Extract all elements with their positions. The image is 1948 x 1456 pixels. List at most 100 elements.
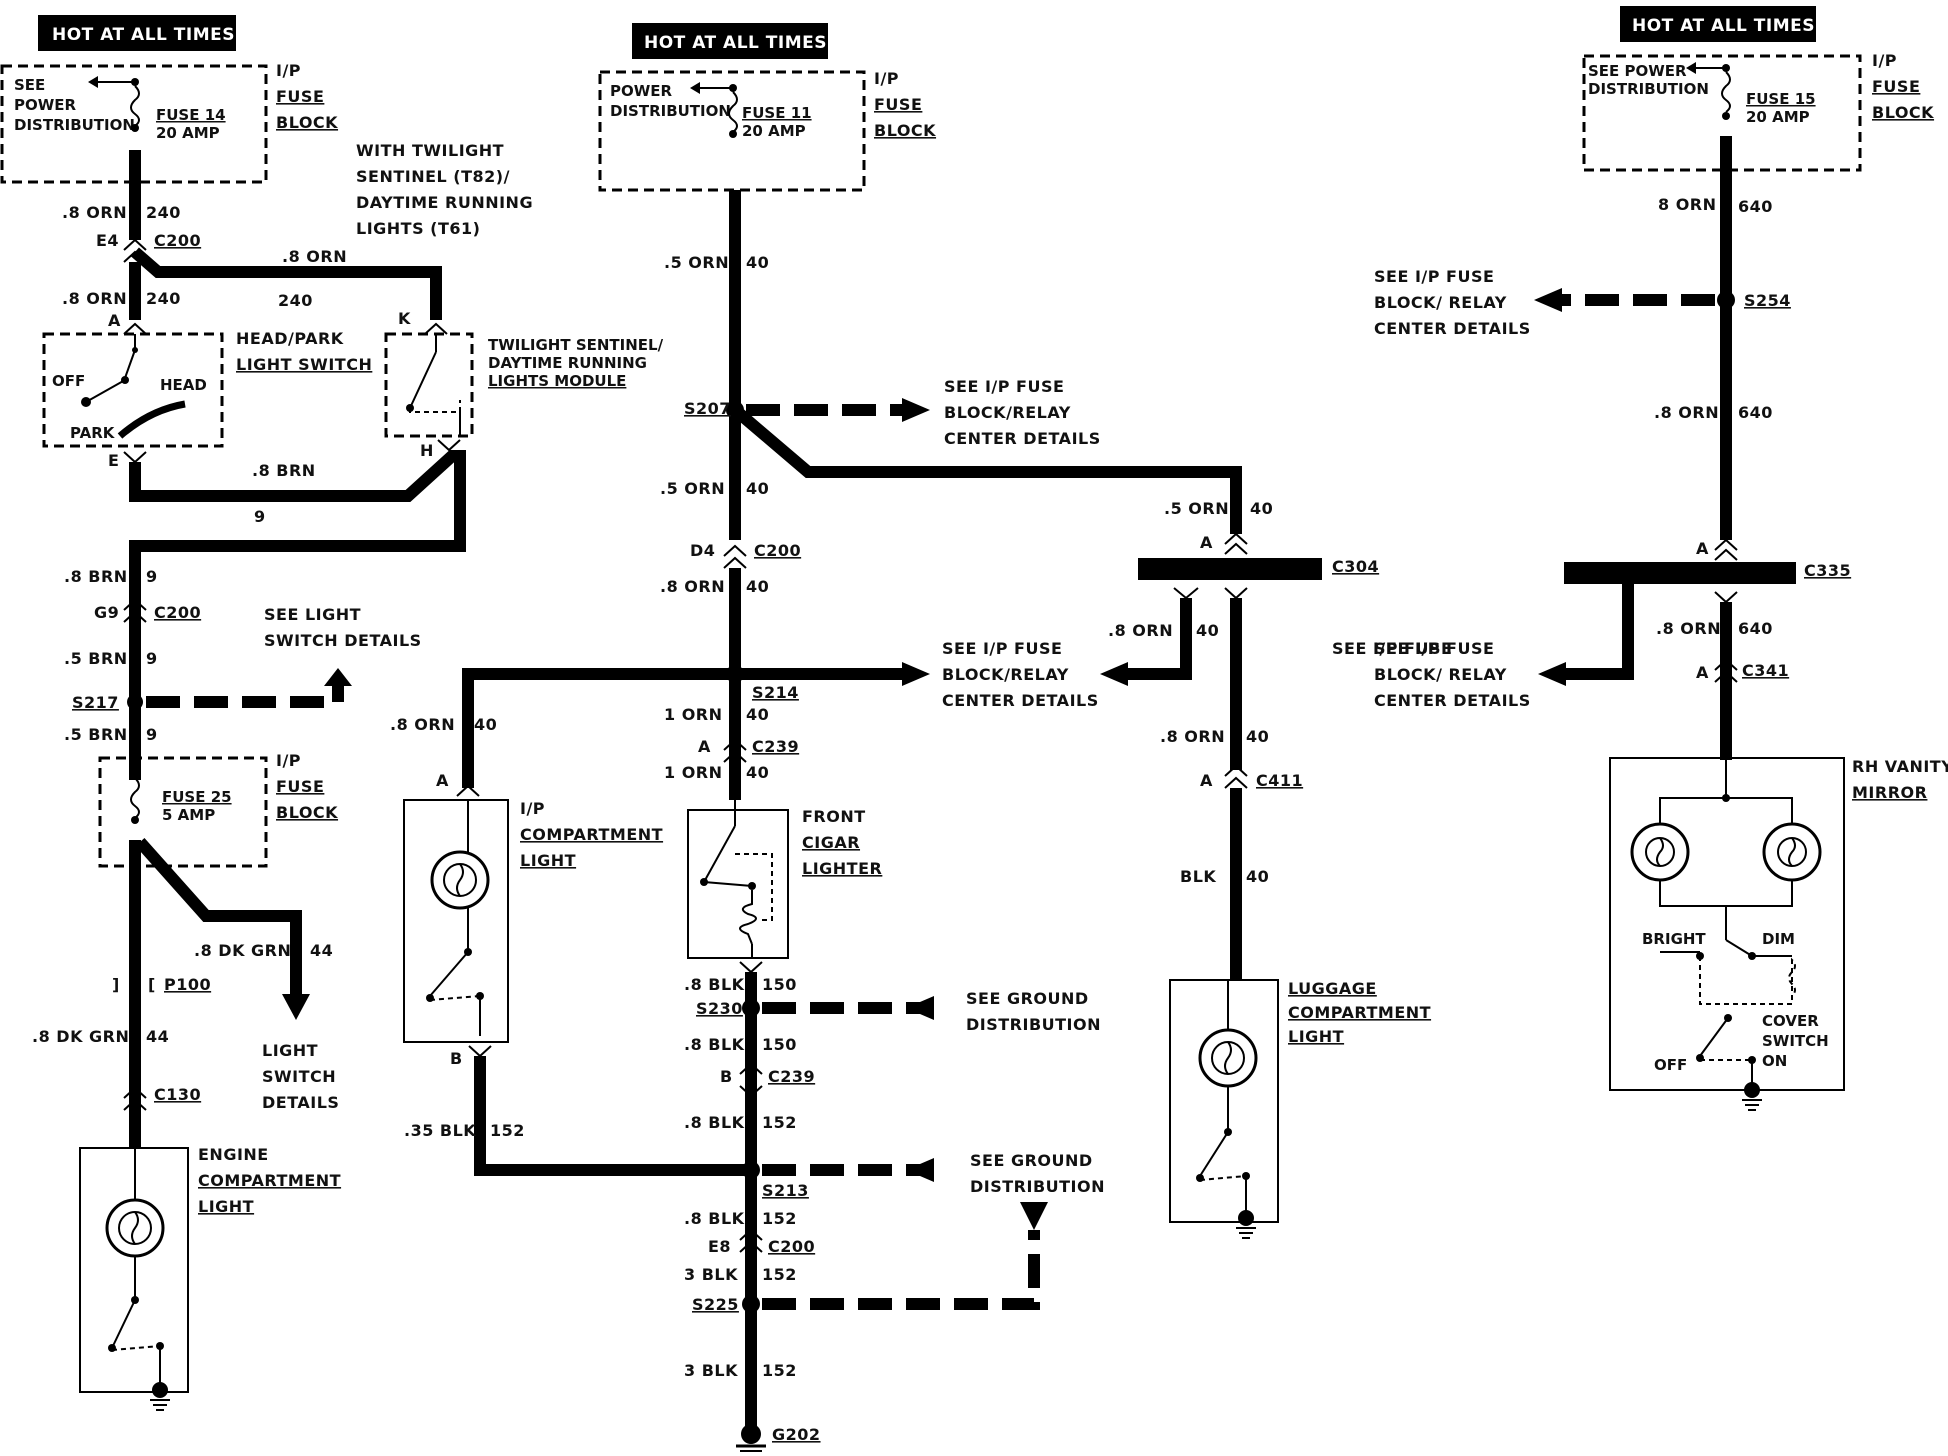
svg-text:FUSE 14: FUSE 14 [156,106,226,124]
svg-text:BLOCK: BLOCK [276,803,338,822]
svg-text:I/P: I/P [276,61,301,80]
twilight-option-note: WITH TWILIGHT SENTINEL (T82)/ DAYTIME RU… [356,141,533,238]
svg-text:20 AMP: 20 AMP [742,122,806,140]
svg-text:BLK: BLK [1180,867,1216,886]
wire-640-mid: .8 ORN 640 [1654,403,1773,422]
vanity-mirror-label: RH VANITY MIRROR [1852,757,1948,802]
svg-text:D4: D4 [690,541,715,560]
splice-s217: S217 [72,668,352,712]
wire-40-c200: .8 ORN 40 [660,577,769,596]
see-light-switch-note: SEE LIGHT SWITCH DETAILS [264,605,422,650]
svg-text:BLOCK/ RELAY: BLOCK/ RELAY [1374,665,1507,684]
header-center: HOT AT ALL TIMES [632,23,828,59]
wire-150-top: .8 BLK 150 [684,975,796,994]
svg-text:BLOCK: BLOCK [1872,103,1934,122]
svg-text:S217: S217 [72,693,119,712]
svg-text:DAYTIME RUNNING: DAYTIME RUNNING [356,193,533,212]
svg-text:FRONT: FRONT [802,807,866,826]
svg-text:FUSE 15: FUSE 15 [1746,90,1816,108]
svg-text:FUSE: FUSE [1872,77,1920,96]
svg-text:40: 40 [746,479,769,498]
wire-240-branch: .8 ORN 240 [278,247,347,310]
svg-text:.8 ORN: .8 ORN [62,289,127,308]
wire-240-lower: .8 ORN 240 [62,289,180,308]
wire-640-top: 8 ORN 640 [1658,195,1772,216]
twilight-sentinel-module: K H [384,309,474,460]
connector-c200-e8: E8 C200 [708,1228,815,1256]
svg-text:LIGHT: LIGHT [1288,1027,1344,1046]
svg-text:P100: P100 [164,975,211,994]
svg-text:OFF: OFF [1654,1056,1687,1074]
svg-text:B: B [720,1067,733,1086]
svg-text:E: E [108,451,119,470]
svg-text:.8 BRN: .8 BRN [252,461,316,480]
svg-text:9: 9 [146,567,158,586]
svg-text:DAYTIME RUNNING: DAYTIME RUNNING [488,354,647,372]
svg-text:S254: S254 [1744,291,1791,310]
splice-s207: S207 [684,398,930,422]
svg-text:40: 40 [1246,867,1269,886]
svg-text:FUSE: FUSE [276,777,324,796]
svg-text:CENTER DETAILS: CENTER DETAILS [944,429,1101,448]
wire-152-bottom: 3 BLK 152 [684,1361,796,1380]
svg-text:A: A [108,311,121,330]
wire-40-c304-left: .8 ORN 40 [1108,621,1219,640]
svg-text:SENTINEL (T82)/: SENTINEL (T82)/ [356,167,510,186]
svg-text:S213: S213 [762,1181,809,1200]
svg-text:20 AMP: 20 AMP [1746,108,1810,126]
svg-text:LIGHT: LIGHT [198,1197,254,1216]
svg-text:C304: C304 [1332,557,1379,576]
svg-text:.8 ORN: .8 ORN [282,247,347,266]
svg-text:SEE POWER: SEE POWER [1588,62,1687,80]
svg-text:OFF: OFF [52,372,85,390]
splice-s254: S254 [1534,288,1791,312]
svg-text:CENTER DETAILS: CENTER DETAILS [1374,691,1531,710]
svg-text:.8 BLK: .8 BLK [684,1035,745,1054]
wire-40-c239: 1 ORN 40 [664,763,769,782]
svg-text:DISTRIBUTION: DISTRIBUTION [14,116,135,134]
svg-text:640: 640 [1738,403,1773,422]
svg-text:SWITCH: SWITCH [1762,1032,1829,1050]
see-ip-fuse-note-3: SEE I/P FUSE [1332,639,1452,658]
svg-text:.8 BRN: .8 BRN [64,567,128,586]
svg-text:SEE I/P FUSE: SEE I/P FUSE [942,639,1062,658]
wire-9-brn: .8 BRN 9 .8 BRN 9 [64,461,316,586]
svg-text:.35 BLK: .35 BLK [404,1121,476,1140]
svg-text:5 AMP: 5 AMP [162,806,215,824]
svg-text:CENTER DETAILS: CENTER DETAILS [942,691,1099,710]
svg-text:150: 150 [762,1035,797,1054]
engine-compartment-light [79,1147,189,1411]
svg-text:SEE GROUND: SEE GROUND [970,1151,1093,1170]
svg-text:.8 BLK: .8 BLK [684,975,745,994]
svg-text:3 BLK: 3 BLK [684,1265,738,1284]
luggage-compartment-light [1169,979,1279,1239]
svg-text:.5 BRN: .5 BRN [64,725,128,744]
svg-text:SWITCH DETAILS: SWITCH DETAILS [264,631,422,650]
svg-text:40: 40 [1250,499,1273,518]
svg-text:B: B [450,1049,463,1068]
header-left: HOT AT ALL TIMES [38,15,236,51]
light-switch-details-note: LIGHT SWITCH DETAILS [262,1041,339,1112]
svg-text:DIM: DIM [1762,930,1795,948]
svg-text:40: 40 [746,253,769,272]
svg-text:.8 ORN: .8 ORN [1160,727,1225,746]
svg-text:FUSE 11: FUSE 11 [742,104,812,122]
wire-40-s207: .5 ORN 40 [660,479,769,498]
svg-text:40: 40 [1196,621,1219,640]
svg-text:MIRROR: MIRROR [1852,783,1927,802]
svg-text:LIGHT: LIGHT [520,851,576,870]
wire-40-s214: 1 ORN 40 [664,705,769,724]
fuse-14-symbol [88,76,140,132]
svg-text:DISTRIBUTION: DISTRIBUTION [1588,80,1709,98]
wire-40-c304-top: .5 ORN 40 [1164,499,1273,518]
svg-text:152: 152 [762,1209,797,1228]
wire-9-lower: .5 BRN 9 [64,725,157,744]
svg-text:POWER: POWER [14,96,77,114]
svg-text:.8 ORN: .8 ORN [1108,621,1173,640]
svg-text:S214: S214 [752,683,799,702]
svg-text:SEE GROUND: SEE GROUND [966,989,1089,1008]
svg-text:A: A [436,771,449,790]
svg-text:HEAD/PARK: HEAD/PARK [236,329,344,348]
wire-152-s213: .8 BLK 152 [684,1209,797,1228]
head-park-switch-label: HEAD/PARK LIGHT SWITCH [236,329,372,374]
